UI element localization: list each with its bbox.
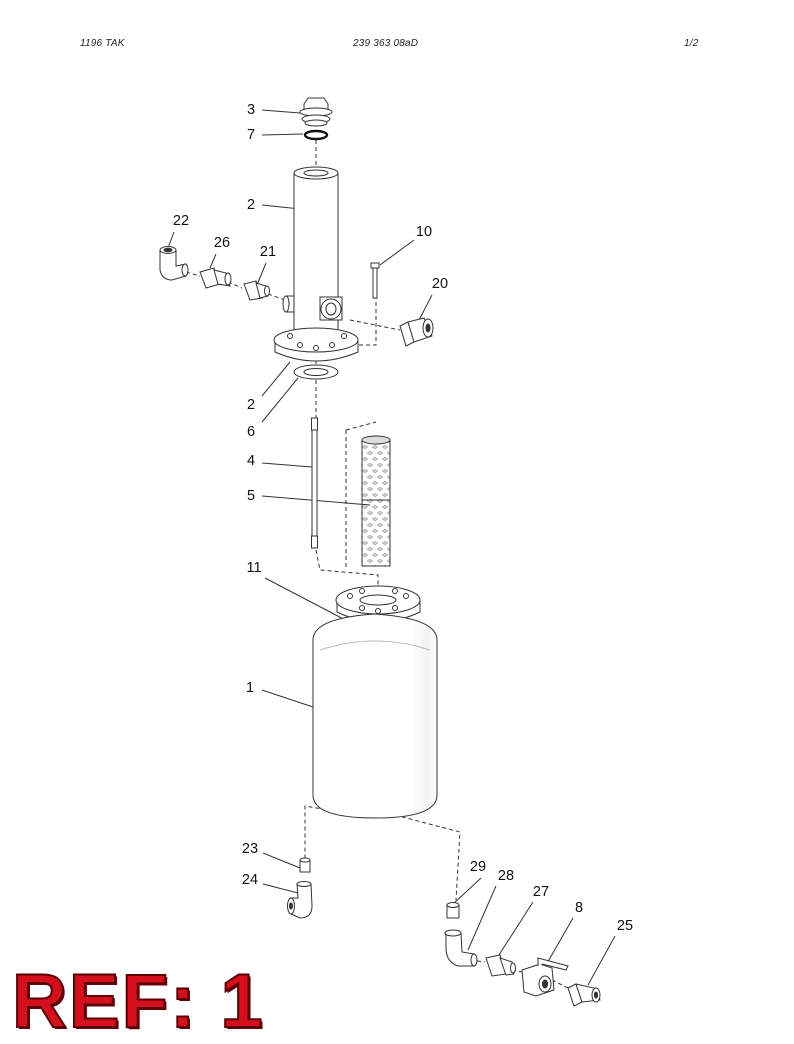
nipple-part-27	[485, 954, 516, 977]
nipple-part-29	[446, 902, 460, 919]
o-ring-part-7	[303, 129, 329, 141]
housing-part-2	[273, 166, 359, 362]
rod-part-4	[311, 417, 318, 549]
fitting-part-20	[399, 317, 434, 347]
callout-part-28: 28	[497, 867, 515, 884]
assembly-lines	[167, 109, 616, 989]
callout-part-1: 1	[245, 679, 255, 696]
gasket-part-6	[293, 364, 339, 380]
callout-part-27: 27	[532, 883, 550, 900]
callout-part-7: 7	[246, 126, 256, 143]
ref-label: REF: 1	[11, 959, 265, 1044]
bolt-part-10	[370, 262, 380, 299]
callout-part-5: 5	[246, 487, 256, 504]
elbow-part-28	[444, 929, 478, 967]
header-part-number: 239 363 08aD	[353, 38, 419, 49]
plug-part-3	[299, 97, 333, 127]
callout-part-21: 21	[259, 243, 277, 260]
header-document-code: 1196 TAK	[80, 38, 125, 49]
callout-part-25: 25	[616, 917, 634, 934]
valve-part-8	[521, 957, 569, 997]
callout-part-29: 29	[469, 858, 487, 875]
callout-part-2: 2	[246, 196, 256, 213]
callout-part-22: 22	[172, 212, 190, 229]
callout-part-4: 4	[246, 452, 256, 469]
filter-element-part-5	[361, 435, 391, 567]
nipple-part-26	[199, 267, 232, 289]
callout-part-8: 8	[574, 899, 584, 916]
nipple-part-21	[243, 280, 270, 301]
callout-part-10: 10	[415, 223, 433, 240]
callout-part-2: 2	[246, 396, 256, 413]
callout-part-24: 24	[241, 871, 259, 888]
callout-part-6: 6	[246, 423, 256, 440]
elbow-part-22	[159, 246, 189, 281]
header-page-number: 1/2	[684, 38, 699, 49]
callout-part-23: 23	[241, 840, 259, 857]
nipple-part-23	[299, 857, 311, 873]
elbow-part-24	[287, 881, 313, 919]
callout-part-26: 26	[213, 234, 231, 251]
fitting-part-25	[567, 983, 601, 1007]
callout-part-11: 11	[246, 559, 262, 576]
callout-part-20: 20	[431, 275, 449, 292]
callout-part-3: 3	[246, 101, 256, 118]
tank-part-1	[312, 613, 438, 819]
